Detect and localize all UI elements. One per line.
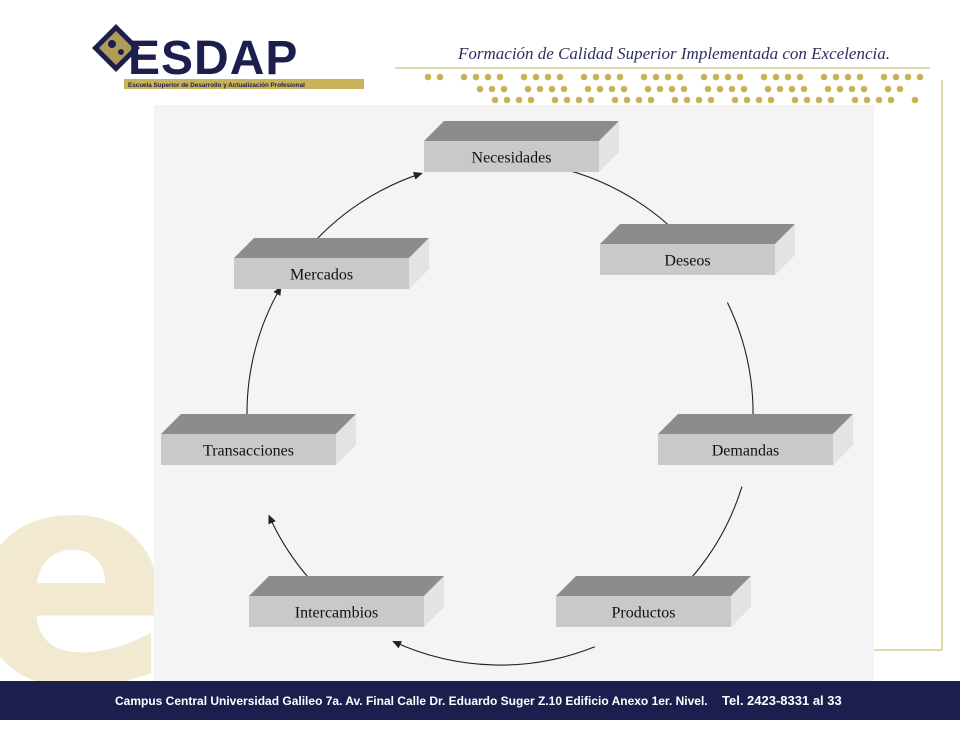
node-label: Deseos bbox=[664, 253, 710, 270]
node-label: Demandas bbox=[712, 443, 780, 460]
cycle-arrow-productos-to-intercambios bbox=[392, 640, 596, 666]
node-side-face bbox=[775, 224, 795, 275]
node-deseos: Deseos bbox=[600, 224, 795, 275]
node-top-face bbox=[249, 576, 444, 596]
node-front-face bbox=[424, 141, 599, 172]
node-necesidades: Necesidades bbox=[424, 121, 619, 172]
footer-address: Campus Central Universidad Galileo 7a. A… bbox=[115, 694, 708, 708]
node-side-face bbox=[731, 576, 751, 627]
node-side-face bbox=[599, 121, 619, 172]
node-intercambios: Intercambios bbox=[249, 576, 444, 627]
node-mercados: Mercados bbox=[234, 238, 429, 289]
node-productos: Productos bbox=[556, 576, 751, 627]
logo-subtitle: Escuela Superior de Desarrollo y Actuali… bbox=[128, 82, 305, 89]
logo-emblem bbox=[92, 24, 140, 72]
node-front-face bbox=[249, 596, 424, 627]
node-side-face bbox=[409, 238, 429, 289]
node-top-face bbox=[424, 121, 619, 141]
header-tagline: Formación de Calidad Superior Implementa… bbox=[458, 44, 890, 63]
node-transacciones: Transacciones bbox=[161, 414, 356, 465]
node-front-face bbox=[234, 258, 409, 289]
logo-subtitle-bar bbox=[124, 79, 364, 89]
footer-bar: Campus Central Universidad Galileo 7a. A… bbox=[0, 681, 960, 720]
node-side-face bbox=[424, 576, 444, 627]
node-front-face bbox=[161, 434, 336, 465]
node-front-face bbox=[556, 596, 731, 627]
node-label: Productos bbox=[612, 605, 676, 622]
logo-wordmark: ESDAP bbox=[128, 32, 298, 85]
node-side-face bbox=[336, 414, 356, 465]
node-top-face bbox=[234, 238, 429, 258]
node-label: Mercados bbox=[290, 267, 353, 284]
node-demandas: Demandas bbox=[658, 414, 853, 465]
node-label: Intercambios bbox=[295, 605, 379, 622]
node-label: Transacciones bbox=[203, 443, 294, 460]
node-front-face bbox=[658, 434, 833, 465]
node-top-face bbox=[161, 414, 356, 434]
esdap-logo: ESDAP Escuela Superior de Desarrollo y A… bbox=[92, 24, 364, 89]
node-side-face bbox=[833, 414, 853, 465]
node-front-face bbox=[600, 244, 775, 275]
node-label: Necesidades bbox=[472, 150, 552, 167]
background-letter-e: e bbox=[0, 405, 174, 754]
node-top-face bbox=[600, 224, 795, 244]
node-top-face bbox=[556, 576, 751, 596]
footer-phone: Tel. 2423-8331 al 33 bbox=[722, 693, 842, 708]
node-top-face bbox=[658, 414, 853, 434]
